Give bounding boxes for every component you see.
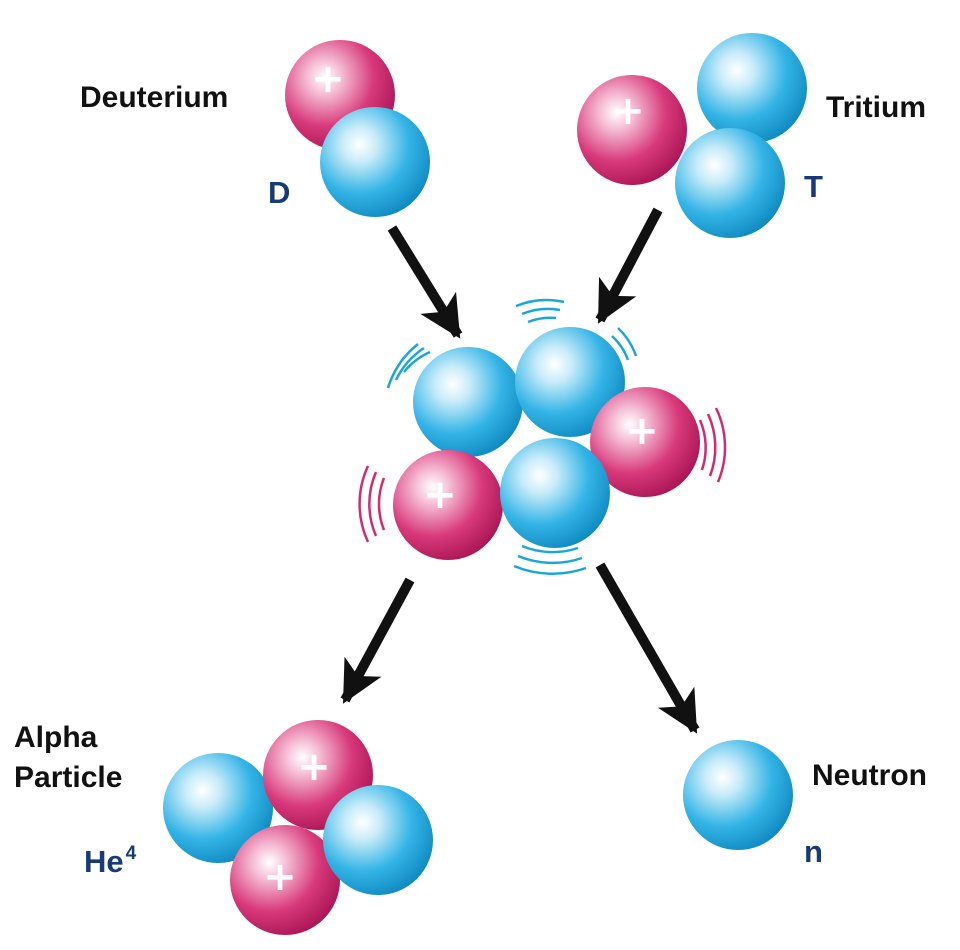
cluster-neutron-bottom (500, 438, 610, 548)
cluster-neutron-upper-left (413, 347, 523, 457)
tritium-neutron-top (697, 33, 807, 143)
alpha-proton-bottom (230, 825, 340, 935)
tritium-proton (577, 75, 687, 185)
neutron-symbol: n (804, 834, 823, 869)
deuterium-symbol: D (268, 175, 290, 210)
arrow-alpha-out (340, 577, 415, 704)
helium-symbol-text: He (84, 844, 124, 879)
cluster-neutron-top (515, 327, 625, 437)
neutron-label: Neutron (812, 759, 927, 792)
alpha-neutron-right (323, 785, 433, 895)
arrow-neutron-out (595, 562, 700, 734)
alpha-proton-top-sign: + (297, 744, 331, 790)
alpha-label-line1: Alpha (14, 721, 98, 754)
alpha-neutron-left (163, 753, 273, 863)
alpha-particle: + + (163, 720, 433, 935)
deuterium-label: Deuterium (80, 81, 228, 114)
alpha-label-line2: Particle (14, 761, 122, 794)
tritium-label: Tritium (826, 91, 926, 124)
cluster-proton-left (393, 450, 503, 560)
cluster-proton-right-sign: + (625, 408, 659, 454)
deuterium-nucleus: + (285, 40, 430, 217)
cluster-proton-left-sign: + (423, 472, 457, 518)
deuterium-neutron (320, 107, 430, 217)
arrow-tritium-in (595, 207, 663, 324)
deuterium-proton-sign: + (311, 56, 345, 102)
tritium-proton-sign: + (611, 88, 645, 134)
free-neutron (683, 740, 793, 850)
tritium-symbol: T (804, 169, 823, 204)
alpha-proton-bottom-sign: + (263, 854, 297, 900)
fused-cluster: + + (393, 327, 700, 560)
helium-mass-number: 4 (126, 843, 137, 864)
tritium-neutron-bottom (675, 128, 785, 238)
vibration-marks (358, 298, 727, 575)
tritium-nucleus: + (577, 33, 807, 238)
cluster-proton-right (590, 387, 700, 497)
arrow-deuterium-in (387, 225, 463, 339)
